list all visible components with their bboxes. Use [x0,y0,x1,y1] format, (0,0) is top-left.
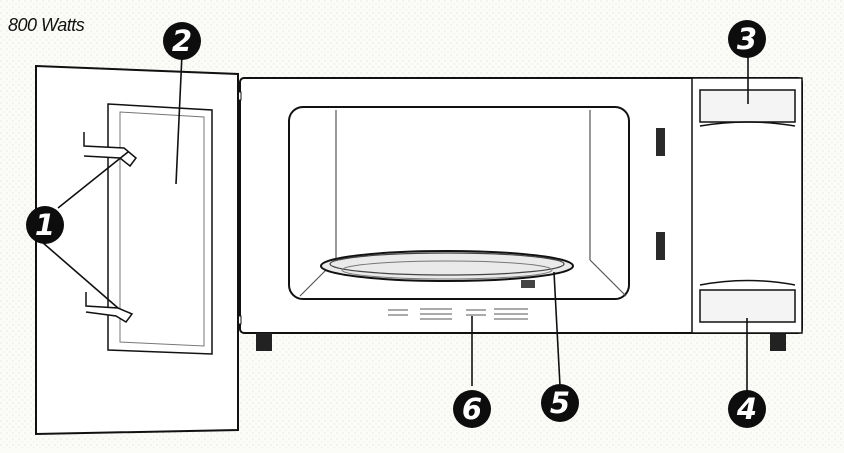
wall-vent-lower [656,232,665,260]
wattage-label: 800 Watts [8,15,85,35]
cavity-label-strip [388,308,528,320]
turntable [320,250,574,288]
callout-3-display-panel: 3 [728,20,766,58]
door-latch-lower [85,292,134,323]
foot-right [770,333,786,351]
leader-lines [41,53,749,392]
door [35,64,239,436]
foot-left [256,333,272,351]
control-panel [691,77,803,334]
callout-1-door-latches: 1 [26,206,64,244]
wall-vent-upper [656,128,665,156]
callout-6-label-plate: 6 [453,390,491,428]
callout-4-door-release: 4 [728,390,766,428]
callout-2-door-window: 2 [163,22,201,60]
callout-5-turntable: 5 [541,384,579,422]
